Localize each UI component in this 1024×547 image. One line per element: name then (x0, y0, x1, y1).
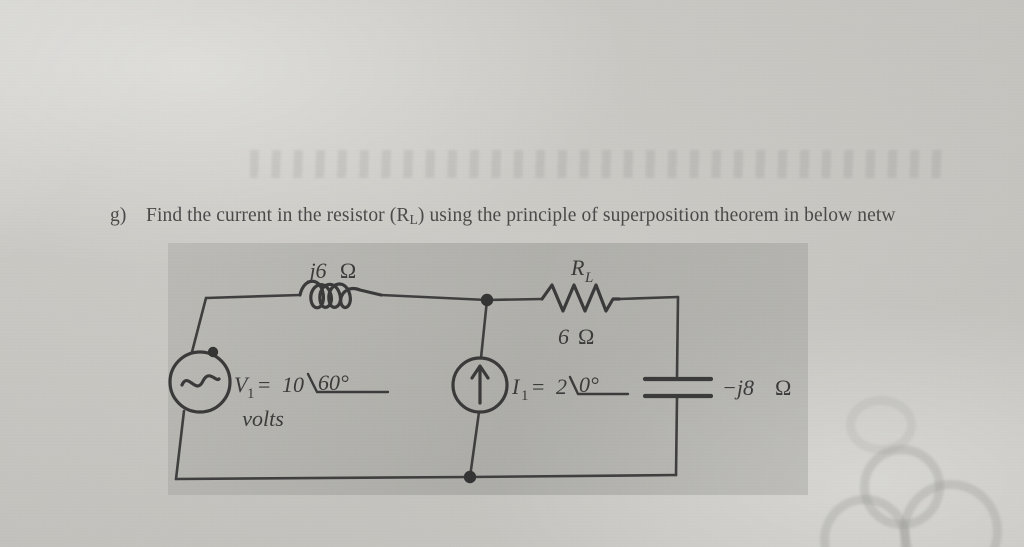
bleed-through-text (250, 150, 950, 178)
question-label: g) (110, 205, 127, 226)
voltage-source-designator: V (234, 372, 250, 397)
inductor-label-value: j6 (306, 258, 326, 283)
capacitor-symbol (642, 376, 714, 399)
question-body-part1: Find the current in the resistor (R (146, 205, 410, 226)
voltage-source-polarity-dot (207, 346, 219, 358)
question-text: g) Find the current in the resistor (RL) … (110, 203, 1024, 233)
watermark-ring-2 (900, 480, 1002, 547)
voltage-source-symbol (168, 350, 232, 414)
voltage-source-angle: 60° (318, 370, 349, 395)
capacitor-value: −j8 (722, 375, 754, 400)
inductor-label-unit: Ω (340, 258, 356, 283)
wire-left-rail-bottom (174, 409, 186, 481)
current-source-symbol (451, 356, 509, 414)
current-angle-symbol (568, 375, 630, 396)
top-middle-node-dot (480, 293, 494, 307)
bottom-middle-node-dot (463, 470, 477, 484)
wire-right-rail-bottom (674, 396, 679, 477)
photo-shadow-region (168, 243, 808, 495)
question-body-part2: ) using the principle of superposition t… (417, 205, 896, 226)
watermark-ring-1 (860, 445, 944, 529)
current-source-designator-sub: 1 (521, 388, 529, 404)
capacitor-unit: Ω (775, 375, 791, 400)
inductor-symbol (298, 279, 383, 310)
question-subscript: L (409, 212, 418, 227)
voltage-source-designator-sub: 1 (247, 386, 255, 402)
wire-top-left (204, 293, 302, 300)
voltage-source-equals: = (258, 372, 270, 397)
voltage-angle-symbol (306, 372, 390, 394)
watermark-ring-4 (846, 396, 916, 454)
resistor-designator-sub: L (584, 270, 593, 286)
wire-bottom-right (468, 473, 678, 479)
wire-node-to-resistor (485, 297, 544, 302)
watermark-ring-3 (820, 495, 910, 547)
wire-resistor-to-corner (617, 295, 680, 301)
resistor-value: 6 (558, 324, 569, 349)
wire-middle-top (479, 298, 489, 360)
current-source-angle: 0° (579, 372, 599, 397)
resistor-symbol (540, 283, 621, 313)
current-source-magnitude: 2 (556, 374, 567, 399)
current-source-equals: = (532, 374, 544, 399)
wire-middle-bottom (468, 410, 481, 479)
wire-right-rail-top (675, 295, 680, 379)
voltage-source-magnitude: 10 (282, 372, 304, 397)
voltage-source-unit: volts (242, 406, 284, 431)
resistor-designator: R (570, 255, 585, 280)
resistor-unit: Ω (578, 324, 594, 349)
wire-left-rail-top (190, 296, 208, 354)
wire-inductor-to-node (379, 293, 489, 302)
wire-bottom-left (174, 475, 472, 481)
current-source-designator: I (511, 374, 521, 399)
